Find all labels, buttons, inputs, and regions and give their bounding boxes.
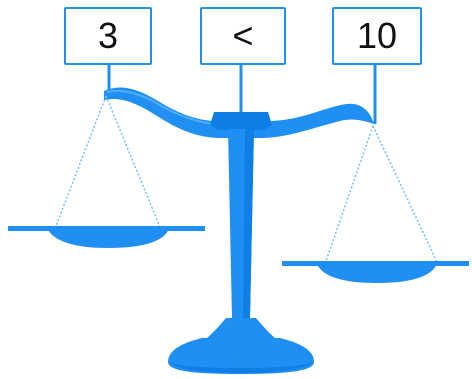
stand-neck	[206, 318, 276, 339]
right-value-text: 10	[357, 18, 397, 54]
left-pan-string-right	[106, 96, 160, 227]
right-value-box: 10	[332, 7, 422, 65]
scale-center-hub	[210, 112, 272, 130]
left-value-text: 3	[98, 18, 118, 54]
left-pan-string-left	[56, 96, 106, 226]
comparison-symbol-box: <	[200, 7, 286, 65]
left-pan	[46, 226, 170, 248]
right-pan	[316, 261, 438, 283]
right-pan-string-left	[326, 126, 373, 261]
comparison-symbol-text: <	[232, 18, 253, 54]
left-value-box: 3	[64, 7, 152, 65]
right-pan-string-right	[373, 126, 437, 262]
